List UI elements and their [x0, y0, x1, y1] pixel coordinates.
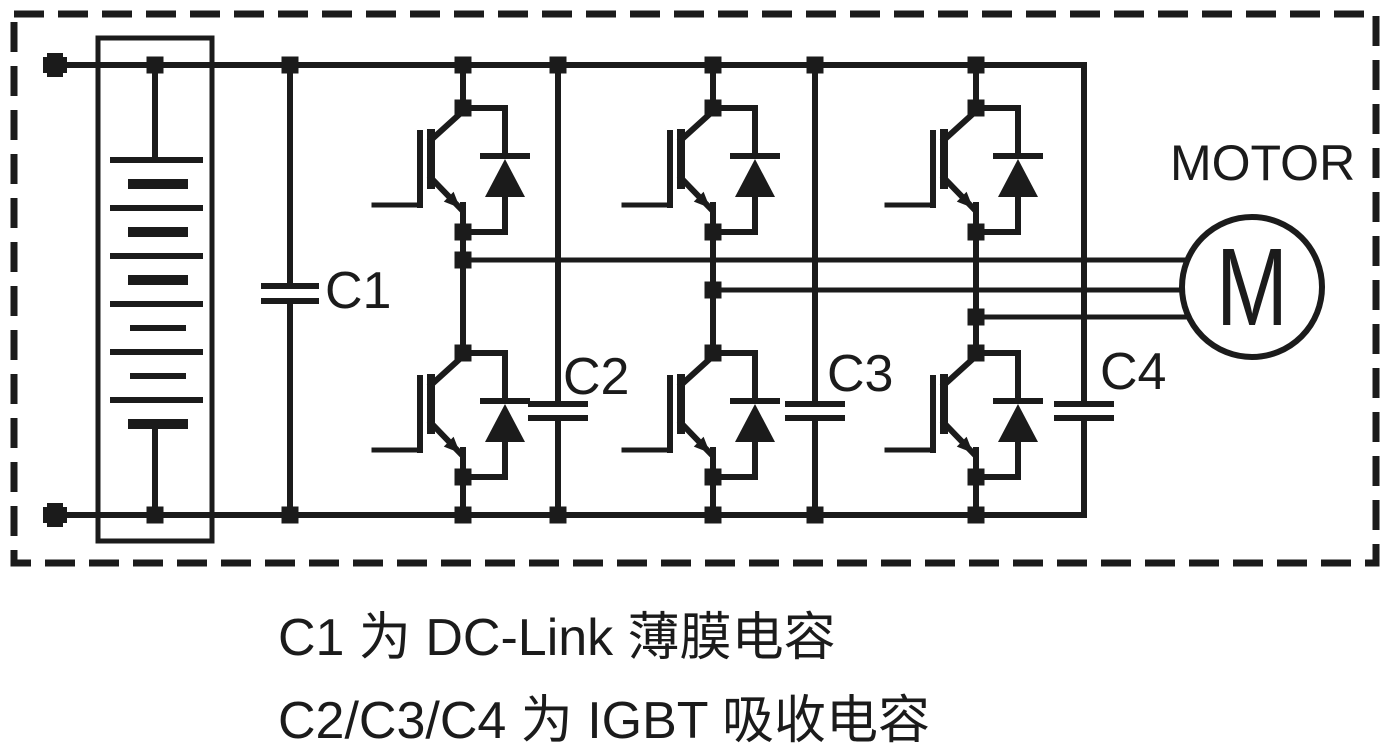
- igbt-low-side-2: [624, 345, 777, 486]
- dc-input-terminal-negative: [43, 503, 67, 527]
- motor-circle: [1179, 214, 1325, 360]
- c2-label: C2: [563, 348, 629, 406]
- motor-symbol: [1179, 214, 1325, 360]
- battery-enclosure: [95, 35, 215, 544]
- caption-line-2: C2/C3/C4 为 IGBT 吸收电容: [278, 692, 930, 747]
- c4-label: C4: [1100, 343, 1166, 401]
- igbt-half-bridge-leg-2: [624, 62, 777, 518]
- caption-line-1: C1 为 DC-Link 薄膜电容: [278, 609, 836, 667]
- system-boundary-dashed-border: [10, 10, 1380, 567]
- c1-label: C1: [325, 262, 391, 320]
- snubber-capacitor-c2: [528, 62, 588, 518]
- dc-input-terminal-positive: [43, 53, 67, 77]
- igbt-half-bridge-leg-1: [374, 62, 527, 518]
- igbt-high-side-1: [374, 100, 527, 241]
- snubber-capacitor-c3: [785, 62, 845, 518]
- motor-letter: M: [1216, 226, 1288, 349]
- igbt-high-side-3: [887, 100, 1040, 241]
- igbt-high-side-2: [624, 100, 777, 241]
- igbt-low-side-1: [374, 345, 527, 486]
- igbt-low-side-3: [887, 345, 1040, 486]
- motor-title: MOTOR: [1170, 135, 1355, 191]
- c3-label: C3: [827, 345, 893, 403]
- snubber-capacitor-c4: [1054, 62, 1114, 518]
- battery-symbol: [95, 35, 215, 544]
- bus-junction-dots: [146, 56, 985, 524]
- dc-link-capacitor-c1: [261, 62, 319, 518]
